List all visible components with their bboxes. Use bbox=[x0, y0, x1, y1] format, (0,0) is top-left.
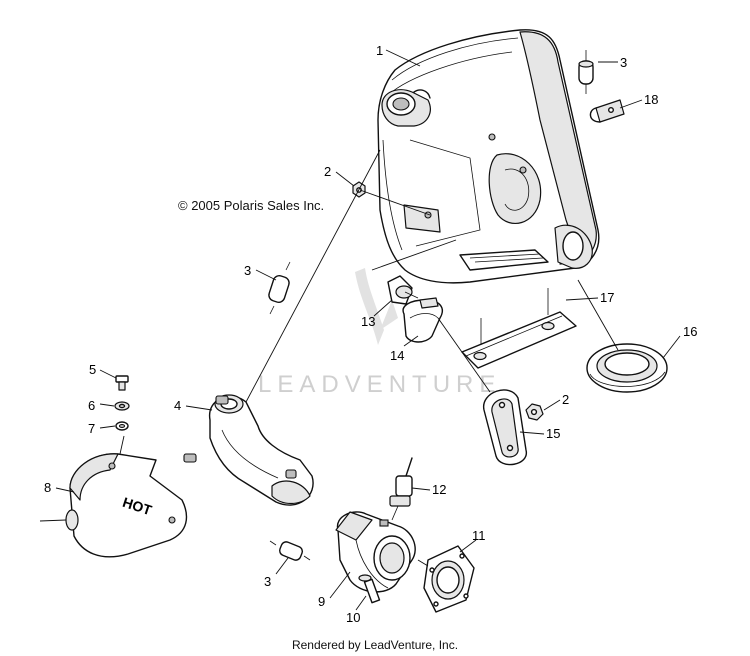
callout-label: 3 bbox=[264, 574, 271, 589]
part-5-screw bbox=[115, 375, 129, 391]
callout-label: 9 bbox=[318, 594, 325, 609]
part-1-airbox bbox=[377, 29, 600, 284]
part-17-plate bbox=[461, 288, 577, 369]
part-11-flange-gasket bbox=[423, 545, 475, 613]
callout-label: 17 bbox=[600, 290, 614, 305]
callout-label: 2 bbox=[562, 392, 569, 407]
callout-label: 12 bbox=[432, 482, 446, 497]
part-15-gasket bbox=[483, 389, 527, 466]
callout-label: 3 bbox=[620, 55, 627, 70]
part-9-throttle-body bbox=[335, 511, 416, 593]
callout-label: 2 bbox=[324, 164, 331, 179]
callout-label: 14 bbox=[390, 348, 404, 363]
callout-label: 8 bbox=[44, 480, 51, 495]
leader-lines bbox=[39, 49, 681, 611]
airbox-inlet bbox=[381, 89, 431, 127]
callout-label: 16 bbox=[683, 324, 697, 339]
part-3-damper-lower bbox=[269, 540, 311, 561]
part-16-seal-ring bbox=[586, 343, 668, 393]
callout-label: 18 bbox=[644, 92, 658, 107]
callout-label: 11 bbox=[472, 528, 486, 543]
callout-label: 1 bbox=[376, 43, 383, 58]
part-6-washer bbox=[114, 401, 130, 411]
watermark-text: LEADVENTURE bbox=[258, 371, 501, 398]
copyright-notice: © 2005 Polaris Sales Inc. bbox=[178, 198, 325, 213]
callout-label: 4 bbox=[174, 398, 181, 413]
callout-label: 5 bbox=[89, 362, 96, 377]
part-3-damper-mid bbox=[268, 261, 291, 315]
part-13-grommet bbox=[387, 275, 419, 305]
callout-label: 7 bbox=[88, 421, 95, 436]
footer-credit: Rendered by LeadVenture, Inc. bbox=[291, 638, 459, 652]
callout-label: 3 bbox=[244, 263, 251, 278]
watermark: LEADVENTURE bbox=[258, 268, 501, 398]
part-3-damper-upper bbox=[578, 50, 594, 94]
part-18-bracket bbox=[589, 99, 625, 123]
callout-label: 10 bbox=[346, 610, 360, 625]
callouts: 1 2 3 18 3 17 13 14 16 5 4 2 6 7 15 8 12… bbox=[44, 43, 697, 625]
callout-label: 6 bbox=[88, 398, 95, 413]
part-4-elbow-hose bbox=[183, 394, 314, 506]
part-2-nut-right bbox=[525, 403, 544, 421]
callout-label: 13 bbox=[361, 314, 375, 329]
part-10-bolt bbox=[358, 574, 381, 604]
part-8-heat-shield: HOT bbox=[65, 453, 188, 558]
part-12-sensor bbox=[389, 457, 413, 521]
part-7-bushing bbox=[115, 421, 129, 431]
callout-label: 15 bbox=[546, 426, 560, 441]
part-14-strap bbox=[402, 297, 443, 343]
